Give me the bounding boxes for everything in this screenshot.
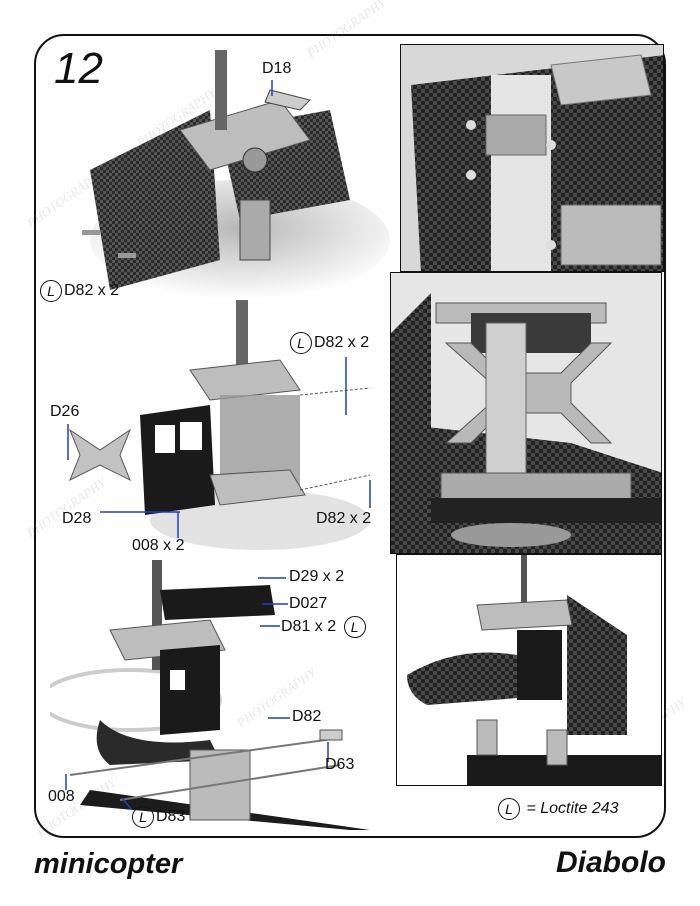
loctite-symbol: L — [498, 798, 520, 820]
d26-leader-line — [67, 424, 69, 460]
label-d82-top-text: D82 x 2 — [64, 282, 120, 300]
photo-carbon-frame-closeup — [400, 44, 664, 272]
frame-top-assembly-drawing — [82, 50, 390, 300]
label-d82-low: D82 — [292, 708, 322, 725]
d82-low-leader-line — [268, 717, 290, 719]
d63-leader-line — [327, 742, 329, 762]
d28-leader-line — [100, 511, 180, 513]
d18-leader-line — [271, 80, 273, 96]
step-number: 12 — [54, 44, 103, 93]
d82-right-leader-line — [369, 480, 371, 508]
loctite-symbol: L — [132, 806, 154, 828]
loctite-symbol: L — [290, 332, 312, 354]
label-d82-mid-text: D82 x 2 — [314, 334, 370, 352]
loctite-symbol: L — [343, 616, 366, 638]
label-d027: D027 — [289, 595, 328, 612]
label-d83-text: D83 — [156, 808, 186, 826]
photo-complete-assembly — [396, 554, 662, 786]
d29-leader-line — [258, 577, 286, 579]
d81-leader-line — [260, 625, 280, 627]
label-d18: D18 — [262, 60, 292, 77]
loctite-symbol: L — [40, 280, 62, 302]
photo-bearing-block — [390, 272, 662, 554]
loctite-legend-text: = Loctite 243 — [526, 800, 619, 818]
label-d81-text: D81 x 2 — [281, 618, 337, 636]
label-d29: D29 x 2 — [289, 568, 345, 585]
label-d63: D63 — [325, 756, 355, 773]
o008-low-leader-line — [65, 774, 67, 790]
label-d28: D28 — [62, 510, 92, 527]
d82-mid-leader-line — [345, 357, 347, 415]
brand-minicopter: minicopter — [34, 848, 183, 880]
label-008-low: 008 — [48, 788, 75, 805]
label-d26: D26 — [50, 403, 80, 420]
label-008-mid: 008 x 2 — [132, 537, 185, 554]
d027-leader-line — [262, 603, 288, 605]
o008-mid-leader-line — [177, 512, 179, 538]
model-name-diabolo: Diabolo — [556, 846, 666, 879]
label-d81: D81 x 2 L — [281, 616, 368, 638]
d83-leader-line — [121, 797, 133, 811]
label-d82-right: D82 x 2 — [316, 510, 372, 527]
frame-bottom-exploded-drawing — [50, 560, 370, 830]
bearing-block-exploded-drawing — [68, 300, 370, 550]
loctite-legend: L = Loctite 243 — [498, 798, 619, 820]
